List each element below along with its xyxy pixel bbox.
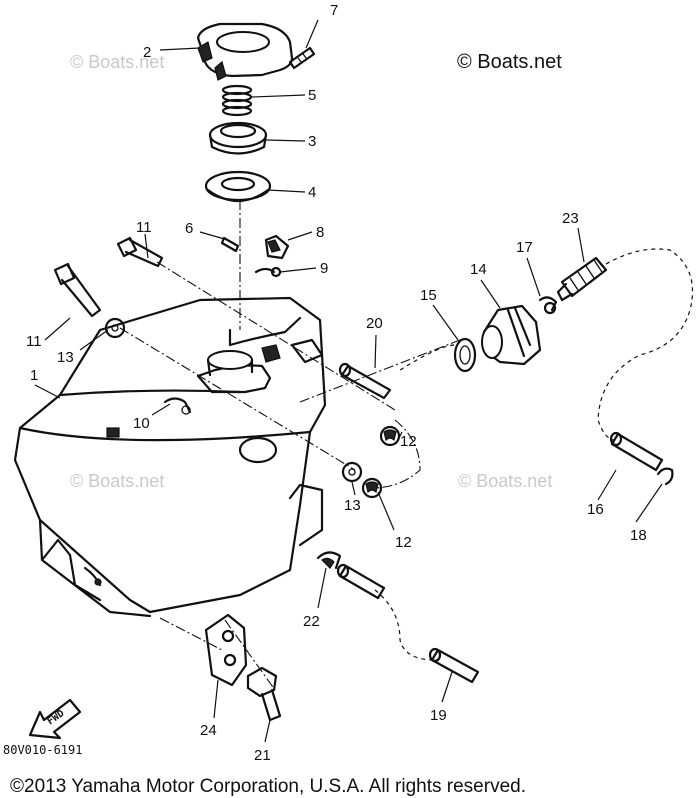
callout-13-left: 13 xyxy=(57,349,74,366)
callout-11-lower: 11 xyxy=(26,333,42,350)
seal-ring xyxy=(208,121,268,155)
callout-12-lower: 12 xyxy=(395,534,412,551)
fuel-line-lower xyxy=(374,589,436,661)
fuel-cock xyxy=(481,304,542,366)
hose-clamp-small xyxy=(538,296,558,315)
fuel-line-dashed xyxy=(597,248,694,441)
callout-18: 18 xyxy=(630,527,647,544)
callout-3: 3 xyxy=(308,133,316,150)
leader-lines xyxy=(34,19,663,743)
callout-9: 9 xyxy=(320,260,328,277)
tank-cap xyxy=(196,22,294,81)
small-clip xyxy=(254,266,282,278)
small-pin xyxy=(220,236,240,253)
hose-fitting xyxy=(556,256,608,302)
callout-19: 19 xyxy=(430,707,447,724)
callout-2: 2 xyxy=(143,44,151,61)
callout-22: 22 xyxy=(303,613,320,630)
tank-filler-neck xyxy=(196,344,281,394)
pin xyxy=(288,46,316,70)
callout-6: 6 xyxy=(185,220,193,237)
bracket xyxy=(204,613,248,687)
callout-16: 16 xyxy=(587,501,604,518)
callout-20: 20 xyxy=(366,315,383,332)
callout-23: 23 xyxy=(562,210,579,227)
washer-right xyxy=(341,461,363,483)
copyright-notice: ©2013 Yamaha Motor Corporation, U.S.A. A… xyxy=(10,776,526,797)
fuel-line-tank xyxy=(399,344,456,371)
callout-4: 4 xyxy=(308,184,316,201)
fwd-arrow-icon: FWD xyxy=(28,698,82,740)
callout-21: 21 xyxy=(254,747,271,764)
callout-8: 8 xyxy=(316,224,324,241)
hose-lower xyxy=(336,563,386,600)
tank-body xyxy=(13,296,327,618)
callout-10: 10 xyxy=(133,415,150,432)
callout-7: 7 xyxy=(330,2,338,19)
hose-clamp-right xyxy=(656,467,674,486)
bolt-upper xyxy=(116,236,164,268)
nut-upper xyxy=(379,425,401,447)
alignment-lines xyxy=(119,200,461,691)
gasket xyxy=(204,170,272,202)
callout-1: 1 xyxy=(30,367,38,384)
callout-5: 5 xyxy=(308,87,316,104)
bolt-lower xyxy=(53,262,102,318)
callout-12-upper: 12 xyxy=(400,433,417,450)
callout-24: 24 xyxy=(200,722,217,739)
callout-15: 15 xyxy=(420,287,437,304)
watermark-top-left: © Boats.net xyxy=(70,52,164,72)
watermark-mid-left: © Boats.net xyxy=(70,471,164,491)
watermark-top-right: © Boats.net xyxy=(457,51,562,73)
hose-short xyxy=(338,362,392,400)
nut-lower xyxy=(361,477,383,499)
diagram-code: 80V010-6191 xyxy=(3,743,82,757)
clip xyxy=(264,234,290,260)
hose-bottom xyxy=(428,647,480,684)
tank-clip xyxy=(163,397,192,415)
callout-14: 14 xyxy=(470,261,487,278)
bolt-bottom xyxy=(246,666,282,722)
watermark-mid-right: © Boats.net xyxy=(458,471,552,491)
washer-left xyxy=(104,317,126,339)
callout-17: 17 xyxy=(516,239,533,256)
spring xyxy=(221,84,253,117)
hose-right xyxy=(609,431,664,472)
hose-clamp-lower xyxy=(316,551,342,570)
callout-11-upper: 11 xyxy=(136,219,152,236)
callout-13-right: 13 xyxy=(344,497,361,514)
o-ring xyxy=(453,337,477,373)
